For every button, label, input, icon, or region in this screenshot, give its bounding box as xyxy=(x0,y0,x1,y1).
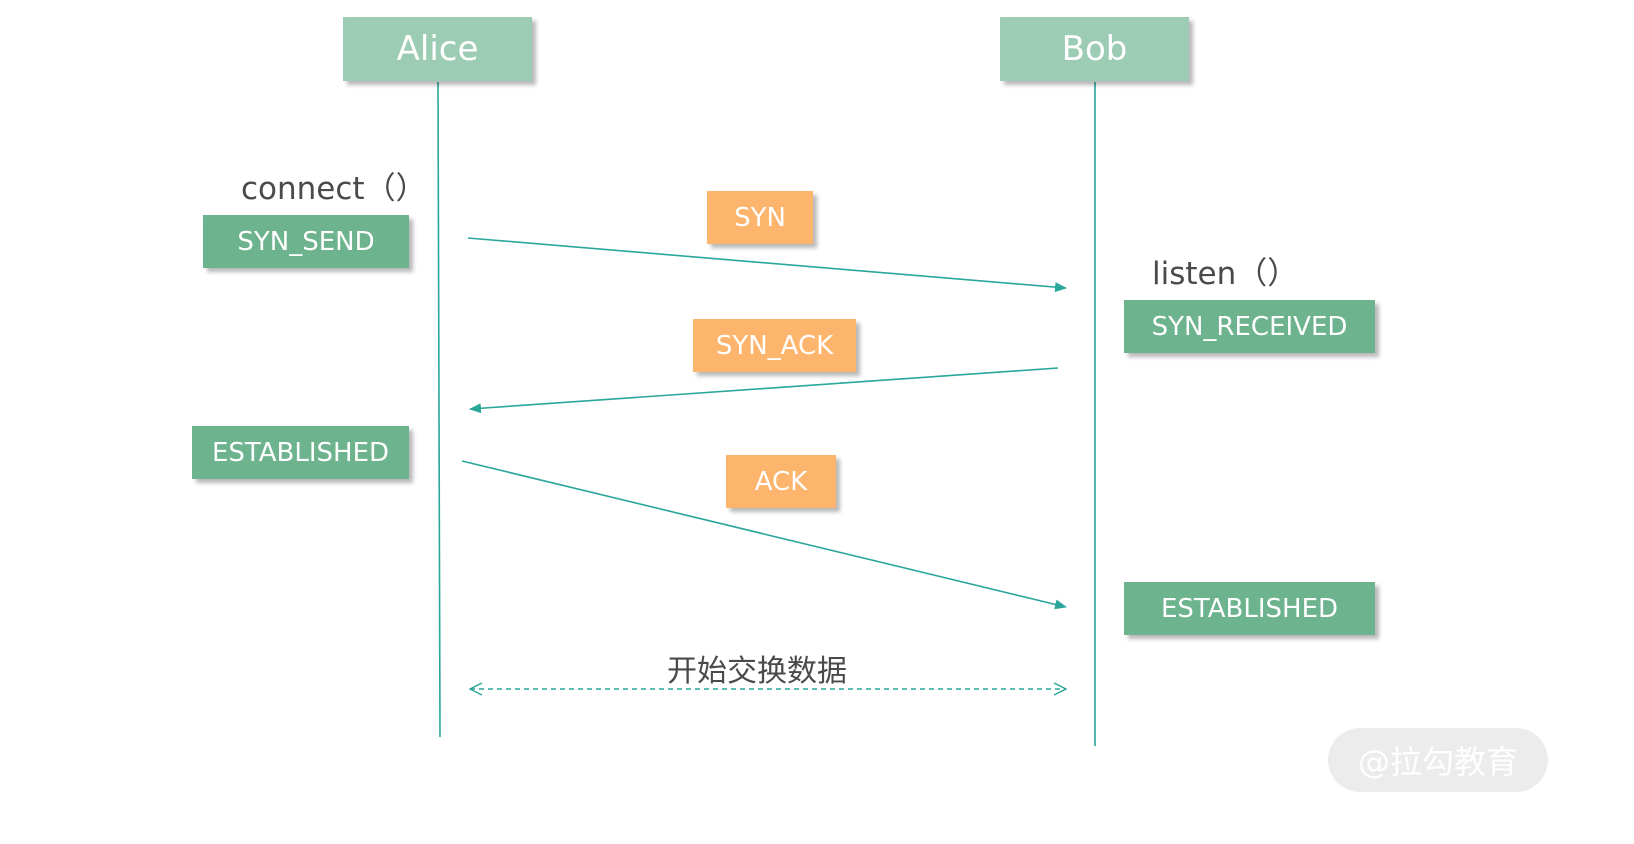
alice-state-established-label: ESTABLISHED xyxy=(211,437,390,468)
alice-lifeline xyxy=(437,81,441,738)
alice-actor-label: Alice xyxy=(396,29,479,69)
watermark: @拉勾教育 xyxy=(1328,728,1548,792)
ack-message-label: ACK xyxy=(754,466,808,497)
syn-message-box: SYN xyxy=(707,191,813,244)
data-exchange-label: 开始交换数据 xyxy=(667,654,847,689)
alice-connect-call: connect（） xyxy=(241,171,427,207)
bob-state-syn-received: SYN_RECEIVED xyxy=(1124,300,1375,353)
syn-arrow xyxy=(467,237,1067,293)
alice-state-established: ESTABLISHED xyxy=(192,426,409,479)
watermark-text: @拉勾教育 xyxy=(1357,743,1518,781)
bob-state-established-label: ESTABLISHED xyxy=(1160,593,1339,624)
alice-actor-box: Alice xyxy=(343,17,532,81)
ack-arrow xyxy=(461,460,1067,610)
syn-ack-message-label: SYN_ACK xyxy=(715,330,834,361)
bob-actor-box: Bob xyxy=(1000,17,1189,81)
syn-ack-message-box: SYN_ACK xyxy=(693,319,856,372)
bob-listen-call: listen（） xyxy=(1152,256,1299,292)
syn-ack-arrow xyxy=(469,367,1059,414)
ack-message-box: ACK xyxy=(726,455,836,508)
syn-message-label: SYN xyxy=(734,202,786,233)
bob-actor-label: Bob xyxy=(1061,29,1128,69)
bob-state-syn-received-label: SYN_RECEIVED xyxy=(1151,311,1348,342)
alice-state-syn-send-label: SYN_SEND xyxy=(237,226,375,257)
bob-state-established: ESTABLISHED xyxy=(1124,582,1375,635)
alice-state-syn-send: SYN_SEND xyxy=(203,215,409,268)
